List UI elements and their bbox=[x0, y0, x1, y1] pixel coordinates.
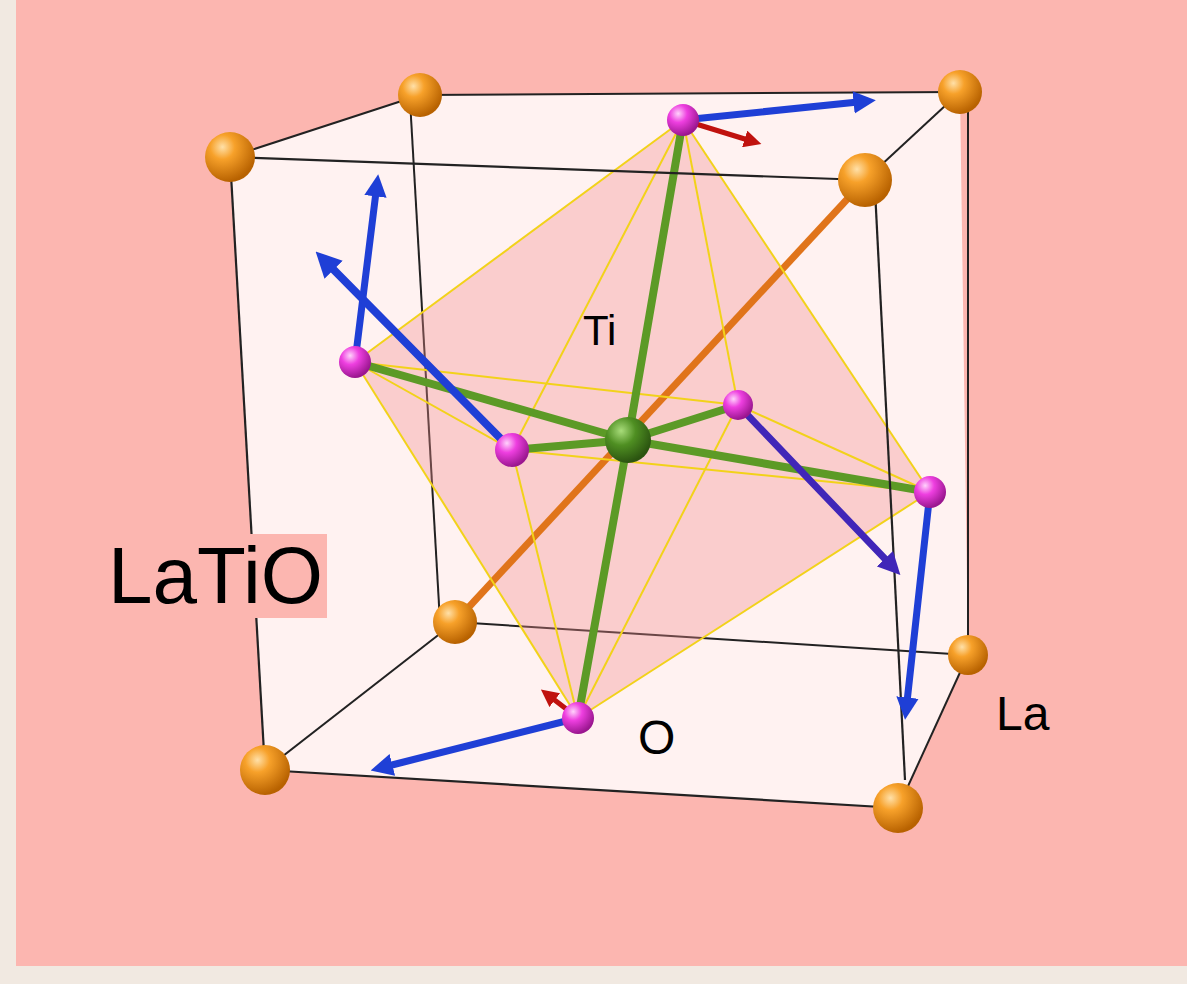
cell-edge bbox=[230, 157, 905, 808]
displacement-arrow bbox=[330, 102, 930, 766]
atom-label: O bbox=[638, 714, 675, 762]
atom-label: Ti bbox=[583, 310, 616, 352]
cell-face bbox=[230, 92, 968, 808]
octahedron-face bbox=[355, 120, 930, 718]
ti-atom bbox=[605, 417, 651, 463]
o-atom bbox=[339, 104, 946, 734]
background-panel bbox=[16, 0, 1187, 966]
atom-label: La bbox=[996, 690, 1049, 738]
ti-o-bond bbox=[355, 120, 930, 718]
octahedron-edge bbox=[355, 120, 930, 718]
formula-label: LaTiO bbox=[104, 534, 327, 618]
la-atom bbox=[205, 70, 988, 833]
cell-edge bbox=[230, 92, 968, 808]
